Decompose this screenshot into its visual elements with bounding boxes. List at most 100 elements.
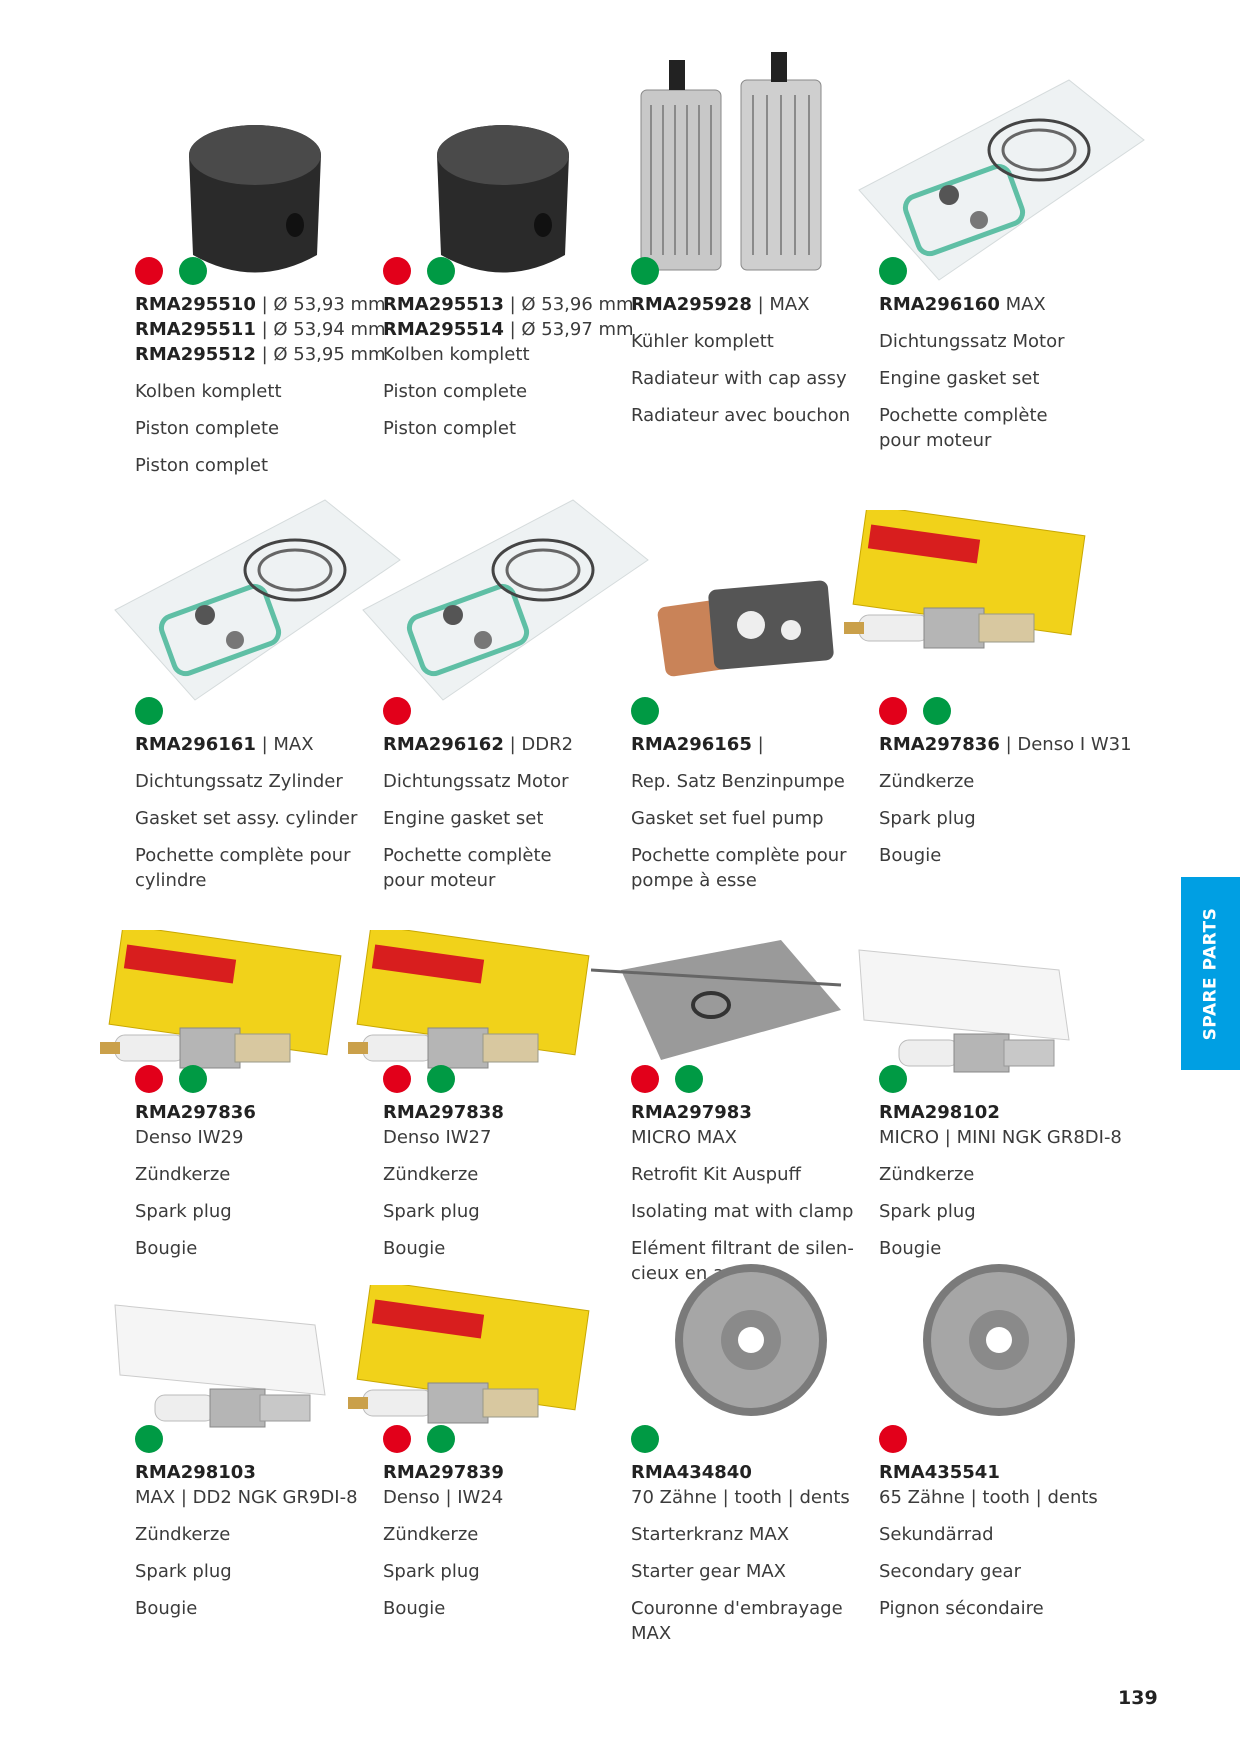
product-variant: MICRO | MINI NGK GR8DI-8 [879, 1127, 1122, 1148]
product-description: Radiateur with cap assy [631, 366, 850, 391]
product-description: Piston complete [383, 379, 634, 404]
description-line: Gasket set assy. cylinder [135, 808, 358, 829]
product-code: RMA296162 [383, 734, 504, 755]
product-description: Spark plug [879, 1199, 1122, 1224]
product-code-line: RMA298102 [879, 1100, 1122, 1125]
description-line: Sekundärrad [879, 1524, 994, 1545]
gear-image [919, 1260, 1079, 1420]
description-line: Zündkerze [135, 1164, 231, 1185]
page-number: 139 [1118, 1687, 1158, 1709]
description-line: pompe à esse [631, 870, 757, 891]
red-dot-icon [879, 697, 907, 725]
availability-dots [383, 1425, 455, 1453]
product-variant: | Denso I W31 [999, 734, 1132, 755]
product-variant: MICRO MAX [631, 1127, 737, 1148]
spare-parts-tab[interactable]: SPARE PARTS [1181, 877, 1240, 1070]
product-variant: | Ø 53,94 mm [255, 319, 386, 340]
description-line: Pochette complète pour [135, 845, 351, 866]
description-line: Spark plug [879, 808, 976, 829]
product-variant: | Ø 53,93 mm [255, 294, 386, 315]
product-code-line: 70 Zähne | tooth | dents [631, 1485, 850, 1510]
product-code-line: RMA295513 | Ø 53,96 mm [383, 292, 634, 317]
product-description: Rep. Satz Benzinpumpe [631, 769, 847, 794]
radiator-image [621, 50, 841, 280]
product-description: Bougie [135, 1236, 256, 1261]
product-code: RMA435541 [879, 1462, 1000, 1483]
description-line: Rep. Satz Benzinpumpe [631, 771, 845, 792]
product-code: RMA434840 [631, 1462, 752, 1483]
description-line: Radiateur with cap assy [631, 368, 847, 389]
product-code: RMA297836 [879, 734, 1000, 755]
product-code-line: MAX | DD2 NGK GR9DI-8 [135, 1485, 358, 1510]
product-description: Retrofit Kit Auspuff [631, 1162, 854, 1187]
product-description: Zündkerze [383, 1162, 504, 1187]
product-code-line: MICRO | MINI NGK GR8DI-8 [879, 1125, 1122, 1150]
green-dot-icon [631, 1425, 659, 1453]
product-description: Sekundärrad [879, 1522, 1098, 1547]
green-dot-icon [879, 257, 907, 285]
product-code-line: RMA296162 | DDR2 [383, 732, 573, 757]
description-line: Elément filtrant de silen- [631, 1238, 854, 1259]
product-code-line: Denso | IW24 [383, 1485, 504, 1510]
description-line: Spark plug [383, 1561, 480, 1582]
product-code-line: Denso IW29 [135, 1125, 256, 1150]
product-description: Pochette complète pour cylindre [135, 843, 357, 893]
description-line: Radiateur avec bouchon [631, 405, 851, 426]
product-description: Bougie [383, 1236, 504, 1261]
product-description: Spark plug [879, 806, 1132, 831]
product-variant: Denso | IW24 [383, 1487, 504, 1508]
product-variant: | Ø 53,97 mm [503, 319, 634, 340]
product-code-line: MICRO MAX [631, 1125, 854, 1150]
isolating-mat-image [591, 930, 851, 1070]
description-line: Piston complet [135, 455, 269, 476]
availability-dots [383, 257, 455, 285]
green-dot-icon [923, 697, 951, 725]
product-description: Bougie [135, 1596, 358, 1621]
product-code: RMA298102 [879, 1102, 1000, 1123]
description-line: Isolating mat with clamp [631, 1201, 854, 1222]
product-description: Isolating mat with clamp [631, 1199, 854, 1224]
description-line: Spark plug [135, 1201, 232, 1222]
green-dot-icon [631, 697, 659, 725]
product-description: Spark plug [383, 1559, 504, 1584]
description-line: Gasket set fuel pump [631, 808, 824, 829]
description-line: Piston complet [383, 418, 517, 439]
description-line: Piston complete [383, 381, 528, 402]
availability-dots [383, 697, 411, 725]
product-description: Zündkerze [879, 769, 1132, 794]
description-line: Starterkranz MAX [631, 1524, 790, 1545]
green-dot-icon [675, 1065, 703, 1093]
red-dot-icon [631, 1065, 659, 1093]
spark-plug-image [839, 510, 1089, 680]
product-code: RMA297839 [383, 1462, 504, 1483]
product-description: Dichtungssatz Zylinder [135, 769, 357, 794]
green-dot-icon [427, 1425, 455, 1453]
product-description: Secondary gear [879, 1559, 1098, 1584]
description-line: cylindre [135, 870, 207, 891]
product-code-line: RMA297836 [135, 1100, 256, 1125]
description-line: Bougie [135, 1598, 198, 1619]
product-code-line: RMA295511 | Ø 53,94 mm [135, 317, 386, 342]
rotax-plug-image [839, 930, 1089, 1090]
description-line: Dichtungssatz Zylinder [135, 771, 343, 792]
fuel-pump-gasket-image [641, 570, 861, 690]
product-code-line: RMA295510 | Ø 53,93 mm [135, 292, 386, 317]
product-description: Bougie [879, 843, 1132, 868]
product-code-line: RMA434840 [631, 1460, 850, 1485]
red-dot-icon [383, 1425, 411, 1453]
product-variant: | MAX [255, 734, 314, 755]
product-variant: Denso IW29 [135, 1127, 244, 1148]
green-dot-icon [179, 1065, 207, 1093]
product-code-line: Kolben komplett [383, 342, 634, 367]
product-description: Gasket set fuel pump [631, 806, 847, 831]
gasket-image [849, 70, 1149, 290]
product-description: Piston complet [383, 416, 634, 441]
product-code-line: RMA297838 [383, 1100, 504, 1125]
red-dot-icon [383, 257, 411, 285]
description-line: Pochette complète pour [631, 845, 847, 866]
availability-dots [135, 1425, 163, 1453]
